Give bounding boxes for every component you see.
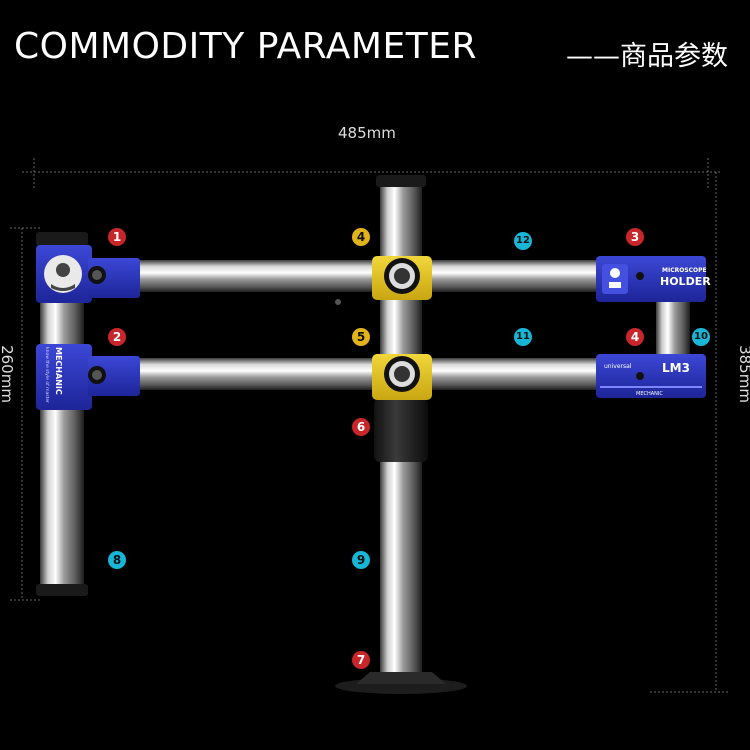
center-sleeve <box>374 398 428 462</box>
marker-10: 10 <box>692 328 710 346</box>
dimension-width: 485mm <box>338 124 396 142</box>
marker-1: 1 <box>108 228 126 246</box>
marker-6: 6 <box>352 418 370 436</box>
marker-7: 7 <box>352 651 370 669</box>
upper-arm <box>130 260 608 292</box>
marker-9: 9 <box>352 551 370 569</box>
marker-3: 3 <box>626 228 644 246</box>
clamp-bottom-right <box>596 354 706 398</box>
label-tagline-left: know the style of master <box>44 347 50 403</box>
label-holder: HOLDER <box>660 275 711 288</box>
marker-2: 2 <box>108 328 126 346</box>
marker-4-yellow: 4 <box>352 228 370 246</box>
clamp-center-lower <box>372 354 432 400</box>
marker-8: 8 <box>108 551 126 569</box>
label-brand-right: MECHANIC <box>636 391 663 397</box>
page-title: COMMODITY PARAMETER <box>14 26 477 67</box>
label-universal: universal <box>604 363 632 370</box>
label-microscope: MICROSCOPE <box>662 267 707 274</box>
marker-11: 11 <box>514 328 532 346</box>
dimension-lines <box>10 158 730 693</box>
marker-4-red: 4 <box>626 328 644 346</box>
center-pole-cap <box>376 175 426 187</box>
clamp-bottom-left <box>36 344 140 410</box>
dimension-left-height: 260mm <box>0 345 16 403</box>
marker-5: 5 <box>352 328 370 346</box>
dimension-right-height: 385mm <box>735 345 750 403</box>
lower-arm <box>130 358 608 390</box>
clamp-top-right <box>596 256 706 302</box>
label-model: LM3 <box>662 361 690 375</box>
clamp-top-left <box>36 245 140 303</box>
page-subtitle: ——商品参数 <box>566 41 728 72</box>
label-brand-left: MECHANIC <box>54 347 63 395</box>
clamp-center-upper <box>372 256 432 300</box>
marker-12: 12 <box>514 232 532 250</box>
